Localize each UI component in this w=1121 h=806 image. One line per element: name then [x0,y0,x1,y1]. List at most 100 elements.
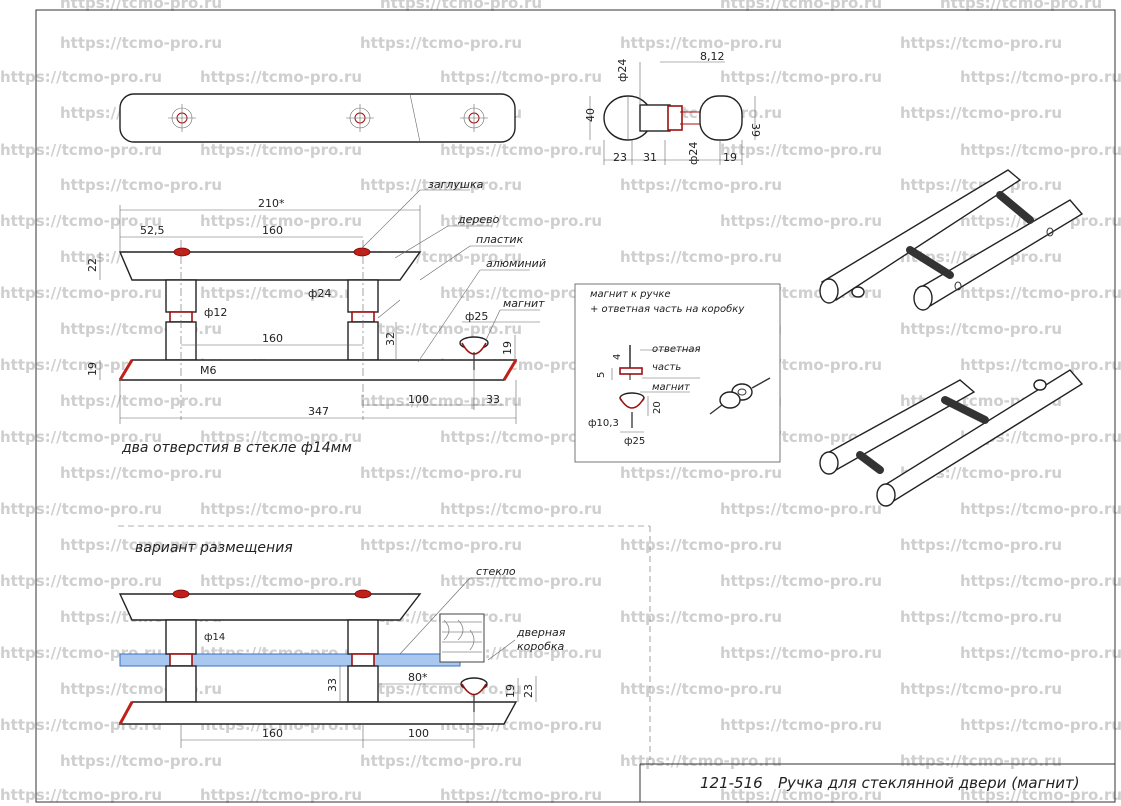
watermark-text: https://tcmo-pro.ru [440,141,602,159]
watermark-text: https://tcmo-pro.ru [720,572,882,590]
dim-d12: ф12 [204,306,227,319]
watermark-text: https://tcmo-pro.ru [440,572,602,590]
top-side-view: ф24 8,12 40 23 31 ф24 19 39 [584,50,762,165]
magnet-detail-box: магнит к ручке + ответная часть на короб… [574,283,781,463]
watermark-text: https://tcmo-pro.ru [960,716,1121,734]
watermark-text: https://tcmo-pro.ru [900,752,1062,770]
dim-4: 4 [612,354,623,360]
watermark-text: https://tcmo-pro.ru [200,786,362,804]
watermark-text: https://tcmo-pro.ru [360,680,522,698]
dim-52-5: 52,5 [140,224,165,237]
dim-d14: ф14 [204,632,225,643]
watermark-text: https://tcmo-pro.ru [200,141,362,159]
label-magnit-box: магнит [652,382,691,393]
watermark-text: https://tcmo-pro.ru [620,464,782,482]
watermark-text: https://tcmo-pro.ru [0,572,162,590]
watermark-text: https://tcmo-pro.ru [900,536,1062,554]
watermark-text: https://tcmo-pro.ru [960,356,1121,374]
label-plastik: пластик [476,233,524,246]
label-derevo: дерево [457,213,500,226]
dim-160-place: 160 [262,727,283,740]
dim-w23: 23 [613,151,627,164]
dim-h39: 39 [749,123,762,137]
watermark-text: https://tcmo-pro.ru [960,572,1121,590]
watermark-text: https://tcmo-pro.ru [60,680,222,698]
dim-8-12: 8,12 [700,50,725,63]
magnet-3d-sketch [709,377,771,415]
watermark-text: https://tcmo-pro.ru [200,500,362,518]
watermark-text: https://tcmo-pro.ru [440,284,602,302]
watermark-text: https://tcmo-pro.ru [60,320,222,338]
dim-100-place: 100 [408,727,429,740]
dim-w31: 31 [643,151,657,164]
watermark-text: https://tcmo-pro.ru [380,0,542,12]
iso-view-2 [819,369,1084,507]
glass-holes-note: два отверстия в стекле ф14мм [121,440,352,456]
dim-160-mid: 160 [262,332,283,345]
dim-347: 347 [308,405,329,418]
watermark-text: https://tcmo-pro.ru [940,0,1102,12]
drawing-code: 121-516 [700,774,763,792]
watermark-text: https://tcmo-pro.ru [900,34,1062,52]
watermark-text: https://tcmo-pro.ru [360,536,522,554]
watermark-text: https://tcmo-pro.ru [960,141,1121,159]
top-plan-view [119,93,516,143]
watermark-text: https://tcmo-pro.ru [900,608,1062,626]
watermark-text: https://tcmo-pro.ru [360,392,522,410]
label-dvernaya: дверная [516,626,566,639]
dim-h19-magnet: 19 [501,341,514,355]
watermark-text: https://tcmo-pro.ru [0,500,162,518]
watermark-text: https://tcmo-pro.ru [360,464,522,482]
watermark-text: https://tcmo-pro.ru [720,500,882,518]
label-zaglushka: заглушка [428,178,484,191]
watermark-text: https://tcmo-pro.ru [60,392,222,410]
magnet-heading-1: магнит к ручке [590,289,671,300]
watermark-text: https://tcmo-pro.ru [720,212,882,230]
dim-d10-3: ф10,3 [588,418,619,429]
watermark-text: https://tcmo-pro.ru [960,644,1121,662]
dim-h19: 19 [86,362,99,376]
watermark-text: https://tcmo-pro.ru [200,428,362,446]
dim-m6: M6 [200,364,217,377]
drawing-title: Ручка для стеклянной двери (магнит) [778,774,1080,792]
screw-mark-2 [346,104,374,132]
sheet-frame [35,9,1116,803]
watermark-text: https://tcmo-pro.ru [440,428,602,446]
watermark-text: https://tcmo-pro.ru [60,536,222,554]
watermark-text: https://tcmo-pro.ru [900,176,1062,194]
magnet-heading-2: + ответная часть на коробку [590,303,745,315]
dim-210: 210* [258,197,285,210]
screw-mark-3 [460,104,488,132]
dim-d24-bottom: ф24 [687,142,700,165]
watermark-text: https://tcmo-pro.ru [60,752,222,770]
dim-h19-place: 19 [504,684,517,698]
watermark-text: https://tcmo-pro.ru [60,176,222,194]
dim-d25-box: ф25 [624,436,645,447]
watermark-text: https://tcmo-pro.ru [620,608,782,626]
watermark-text: https://tcmo-pro.ru [620,248,782,266]
watermark-text: https://tcmo-pro.ru [360,320,522,338]
dim-d24-top: ф24 [616,59,629,82]
watermark-text: https://tcmo-pro.ru [0,68,162,86]
watermark-text: https://tcmo-pro.ru [900,680,1062,698]
watermark-text: https://tcmo-pro.ru [60,0,222,12]
watermark-text: https://tcmo-pro.ru [0,141,162,159]
watermark-text: https://tcmo-pro.ru [360,176,522,194]
watermark-text: https://tcmo-pro.ru [200,572,362,590]
dim-80: 80* [408,671,428,684]
watermark-text: https://tcmo-pro.ru [960,284,1121,302]
watermark-text: https://tcmo-pro.ru [440,68,602,86]
watermark-text: https://tcmo-pro.ru [620,680,782,698]
dim-100: 100 [408,393,429,406]
dim-h22: 22 [86,258,99,272]
dim-20: 20 [652,401,663,414]
label-chast: часть [652,362,681,373]
watermark-text: https://tcmo-pro.ru [0,284,162,302]
watermark-text: https://tcmo-pro.ru [960,786,1121,804]
dim-5: 5 [596,372,607,378]
watermark-text: https://tcmo-pro.ru [440,500,602,518]
watermark-text: https://tcmo-pro.ru [720,716,882,734]
label-otvetnaya: ответная [652,344,701,355]
watermark-text: https://tcmo-pro.ru [720,644,882,662]
watermark-text: https://tcmo-pro.ru [200,212,362,230]
